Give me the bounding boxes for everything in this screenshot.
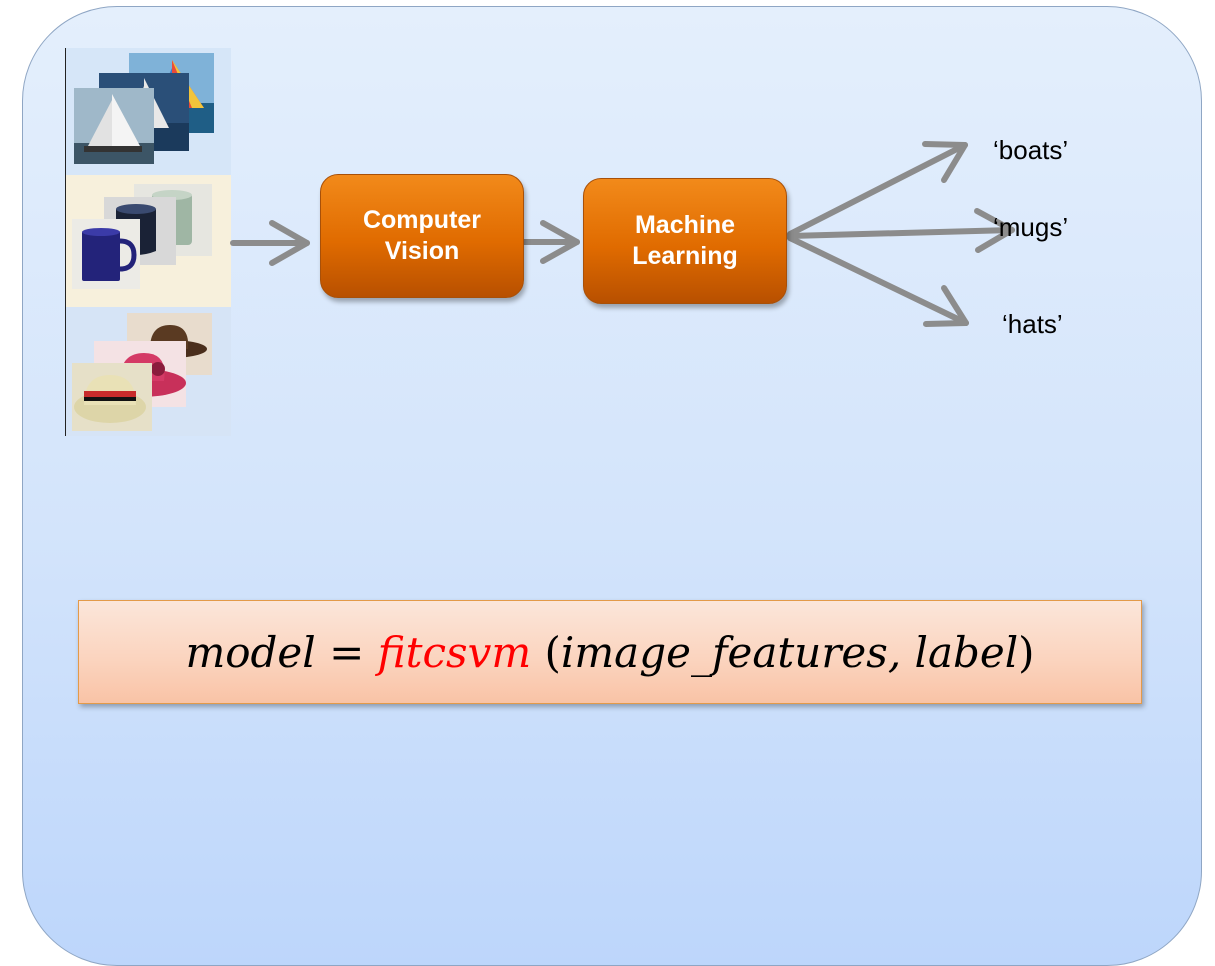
formula-args: image_features, label bbox=[560, 627, 1019, 677]
formula-box: model = fitcsvm (image_features, label) bbox=[78, 600, 1142, 704]
formula-close-paren: ) bbox=[1018, 627, 1035, 677]
formula-function: fitcsvm bbox=[377, 627, 532, 677]
arrow-images-to-cv bbox=[230, 220, 310, 266]
computer-vision-box: Computer Vision bbox=[320, 174, 524, 298]
formula-lhs: model bbox=[185, 627, 316, 677]
flow-arrows bbox=[230, 141, 1015, 327]
example-images bbox=[65, 48, 231, 436]
arrow-ml-to-boats bbox=[787, 141, 968, 237]
arrow-cv-to-ml bbox=[520, 220, 580, 264]
arrow-ml-to-hats bbox=[787, 235, 969, 327]
formula-equals: = bbox=[315, 627, 378, 677]
mug-photo-icon bbox=[72, 184, 212, 289]
boat-images bbox=[66, 48, 231, 175]
label-hats: ‘hats’ bbox=[1002, 309, 1063, 339]
label-mugs: ‘mugs’ bbox=[993, 212, 1069, 242]
arrow-ml-to-mugs bbox=[787, 208, 1015, 253]
label-boats: ‘boats’ bbox=[993, 135, 1069, 165]
formula-open-paren: ( bbox=[531, 627, 561, 677]
machine-learning-box: Machine Learning bbox=[583, 178, 787, 304]
sailboat-photo-icon bbox=[74, 53, 214, 164]
hat-photo-icon bbox=[72, 313, 212, 431]
mug-images bbox=[66, 175, 231, 307]
hat-images bbox=[66, 307, 231, 436]
